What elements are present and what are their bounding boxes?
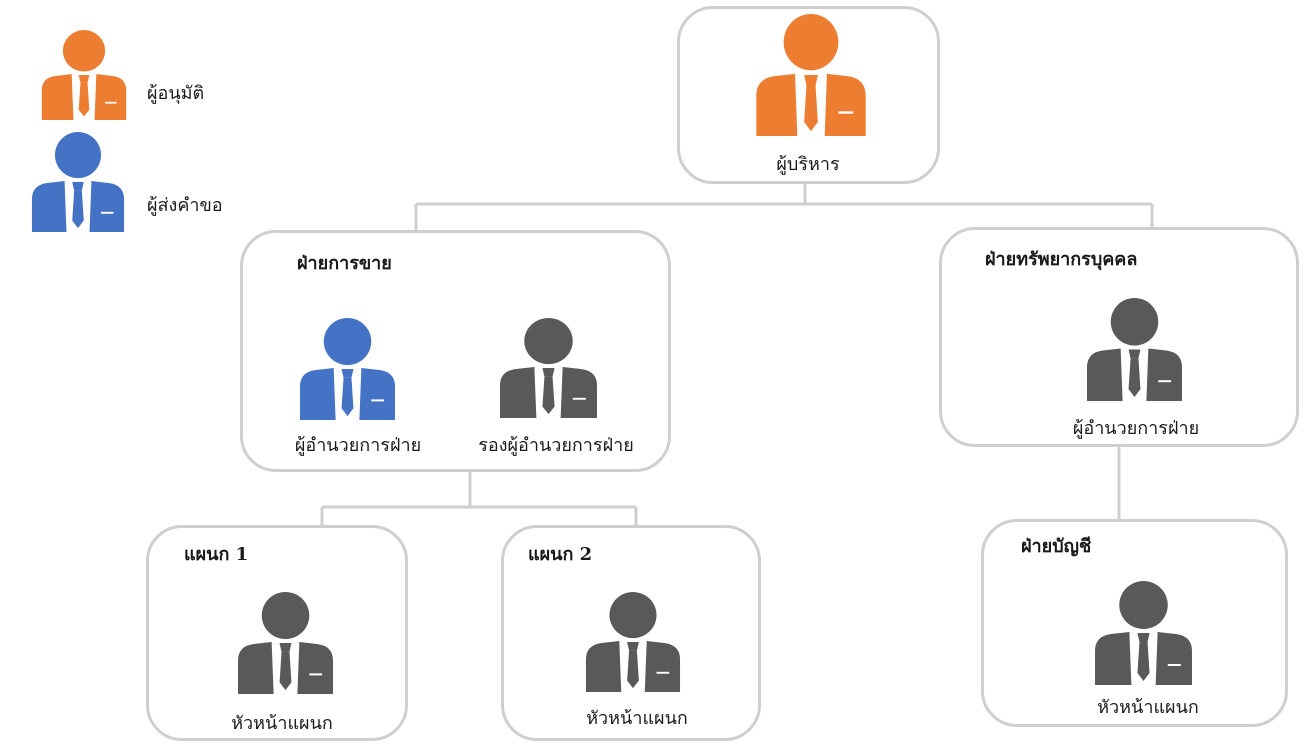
executive-label: ผู้บริหาร: [776, 154, 840, 175]
person-icon: [500, 318, 597, 418]
person-icon: [299, 318, 396, 420]
person-icon: [1095, 581, 1192, 685]
person-icon: [1086, 298, 1183, 401]
section-1-title: แผนก 1: [184, 544, 249, 565]
hr-manager-icon: [1085, 298, 1184, 401]
section-2-title: แผนก 2: [528, 544, 593, 565]
executive-icon: [754, 14, 868, 136]
person-icon: [41, 30, 127, 120]
person-icon: [756, 14, 866, 136]
accounting-head-icon: [1093, 581, 1194, 685]
hr-department-title: ฝ่ายทรัพยากรบุคคล: [985, 249, 1138, 270]
person-icon: [237, 592, 334, 694]
sales-deputy-icon: [498, 318, 599, 418]
section-2-head-label: หัวหน้าแผนก: [586, 708, 688, 729]
person-icon: [585, 592, 681, 692]
sales-deputy-label: รองผู้อำนวยการฝ่าย: [478, 435, 634, 456]
legend-requester-icon: [30, 132, 126, 232]
connector-exec-to-departments: [414, 184, 1154, 230]
sales-department-box[interactable]: [240, 230, 671, 472]
sales-manager-icon: [298, 318, 397, 420]
accounting-head-label: หัวหน้าแผนก: [1097, 697, 1199, 718]
accounting-title: ฝ่ายบัญชี: [1021, 536, 1092, 557]
connector-sales-to-sections: [320, 472, 638, 526]
section-2-box[interactable]: [501, 525, 761, 741]
section-1-head-icon: [236, 592, 335, 694]
legend-approver-icon: [40, 30, 128, 120]
section-2-head-icon: [584, 592, 682, 692]
section-1-head-label: หัวหน้าแผนก: [231, 713, 333, 734]
sales-department-title: ฝ่ายการขาย: [297, 253, 392, 274]
legend-requester-label: ผู้ส่งคำขอ: [147, 195, 223, 216]
sales-manager-label: ผู้อำนวยการฝ่าย: [294, 435, 422, 456]
legend-approver-label: ผู้อนุมัติ: [147, 83, 205, 104]
person-icon: [31, 132, 125, 232]
hr-manager-label: ผู้อำนวยการฝ่าย: [1072, 418, 1200, 439]
